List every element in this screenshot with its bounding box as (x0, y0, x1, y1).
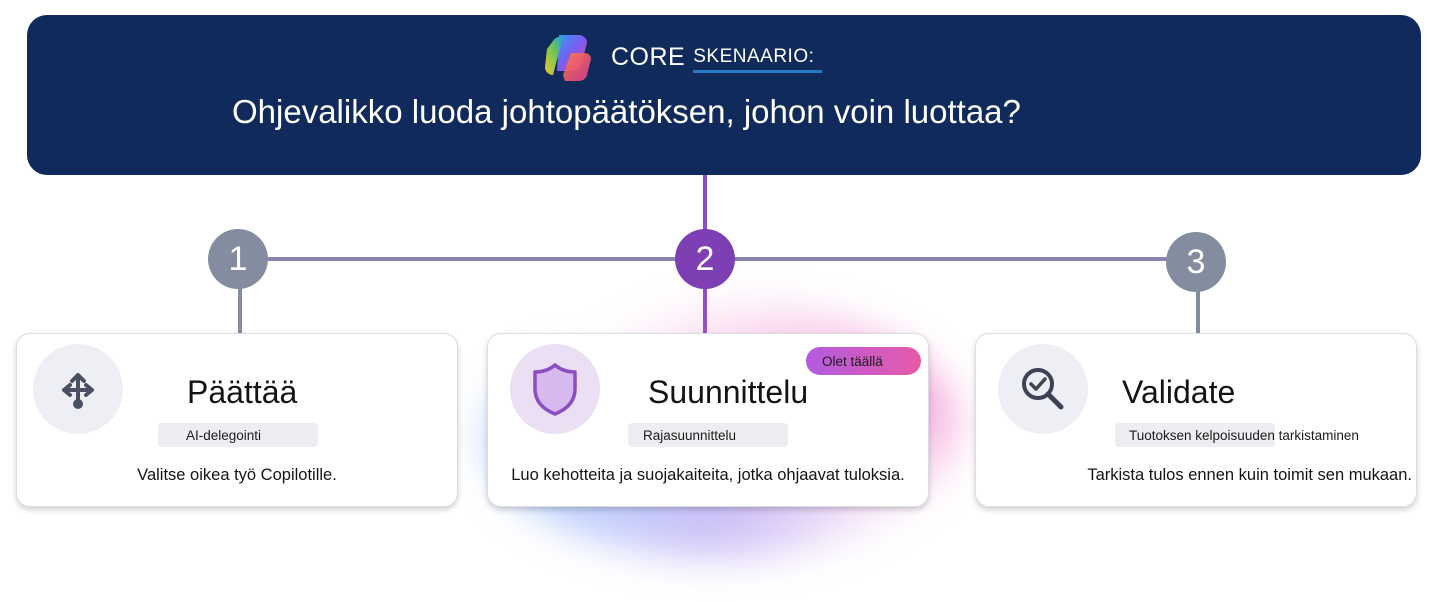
step-number-2: 2 (675, 229, 735, 289)
card-title: Päättää (187, 374, 298, 410)
shield-icon (533, 363, 577, 416)
scenario-question: Ohjevalikko luoda johtopäätöksen, johon … (232, 93, 1021, 130)
icon-circle (510, 344, 600, 434)
card-tag: Rajasuunnittelu (628, 423, 788, 447)
step-number-1: 1 (208, 229, 268, 289)
card-title: Suunnittelu (648, 374, 809, 410)
you-are-here-badge: Olet täällä (806, 347, 921, 375)
card-tag: Tuotoksen kelpoisuuden tarkistaminen (1115, 423, 1359, 447)
icon-circle (998, 344, 1088, 434)
card-tag: AI-delegointi (158, 423, 318, 447)
card-description: Tarkista tulos ennen kuin toimit sen muk… (1087, 466, 1412, 484)
step-card-validate[interactable]: Validate Tuotoksen kelpoisuuden tarkista… (975, 333, 1417, 507)
step-card-decide[interactable]: Päättää AI-delegointi Valitse oikea työ … (16, 333, 458, 507)
step-card-design[interactable]: Suunnittelu Rajasuunnittelu Luo kehottei… (487, 333, 929, 507)
step-number-3: 3 (1166, 232, 1226, 292)
magnifier-check-icon (1022, 368, 1064, 410)
header-banner: CORE SKENAARIO: Ohjevalikko luoda johtopä… (27, 15, 1421, 175)
card-description: Luo kehotteita ja suojakaiteita, jotka o… (511, 466, 905, 484)
card-title: Validate (1122, 374, 1236, 410)
icon-circle (33, 344, 123, 434)
brand-suffix: SKENAARIO: (693, 46, 815, 67)
copilot-logo-icon (545, 35, 591, 82)
card-description: Valitse oikea työ Copilotille. (137, 466, 337, 484)
brand-title: CORE SKENAARIO: (611, 43, 814, 72)
brand-name: CORE (611, 43, 686, 71)
split-arrows-icon (62, 373, 94, 409)
